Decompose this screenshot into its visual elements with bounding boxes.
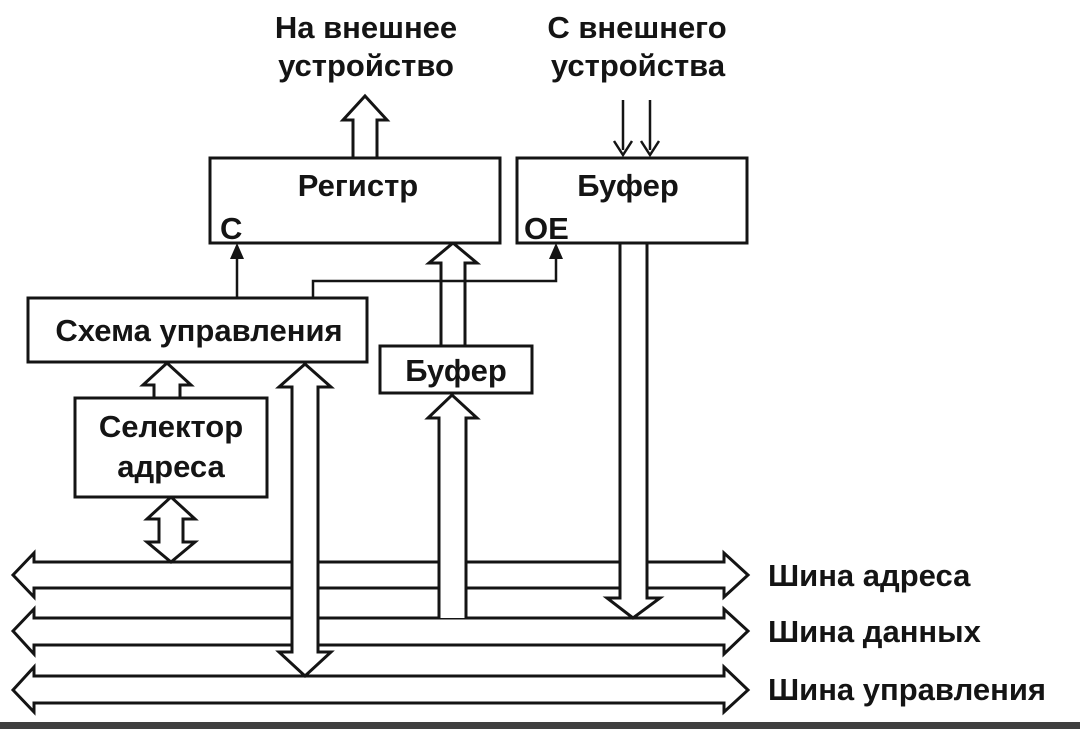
input-buffer-oe-pin-label: OE [524,211,569,246]
input-buffer-box [515,156,749,245]
to-external-device-label-line2: устройство [278,48,454,83]
inputbuffer-to-databus-arrow [602,243,665,620]
from-external-device-label-line1: С внешнего [547,10,726,45]
control-bus [10,663,751,716]
selector-to-addressbus-arrow [142,494,200,564]
control-circuit-box [26,296,369,364]
address-selector-label-line1: Селектор [99,409,243,444]
input-buffer-label: Буфер [577,168,679,203]
address-bus-label: Шина адреса [768,558,971,593]
data-bus-label: Шина данных [768,614,982,649]
register-output-arrow [339,93,391,158]
databus-to-databuffer-arrow [424,392,481,618]
register-clock-pin-label: C [220,211,242,246]
clock-signal-arrowhead [230,243,244,259]
to-external-device-label-line1: На внешнее [275,10,457,45]
from-external-device-label-line2: устройства [551,48,726,83]
register-label: Регистр [298,168,418,203]
selector-to-control-arrow [139,360,195,398]
address-selector-box [73,396,269,499]
oe-signal-arrowhead [549,243,563,259]
data-bus [10,605,751,658]
control-bus-label: Шина управления [768,672,1046,707]
databuffer-to-register-arrow [424,241,482,346]
register-box [208,156,502,245]
external-input-arrowhead-2 [639,140,661,158]
data-buffer-label: Буфер [405,353,507,388]
address-bus [10,549,751,601]
control-to-controlbus-arrow [275,361,335,679]
bottom-border [0,722,1080,729]
external-input-arrowhead-1 [612,140,634,158]
oe-signal-wire [311,246,558,298]
control-circuit-label: Схема управления [55,313,342,348]
data-buffer-box [378,344,534,395]
address-selector-label-line2: адреса [117,449,225,484]
